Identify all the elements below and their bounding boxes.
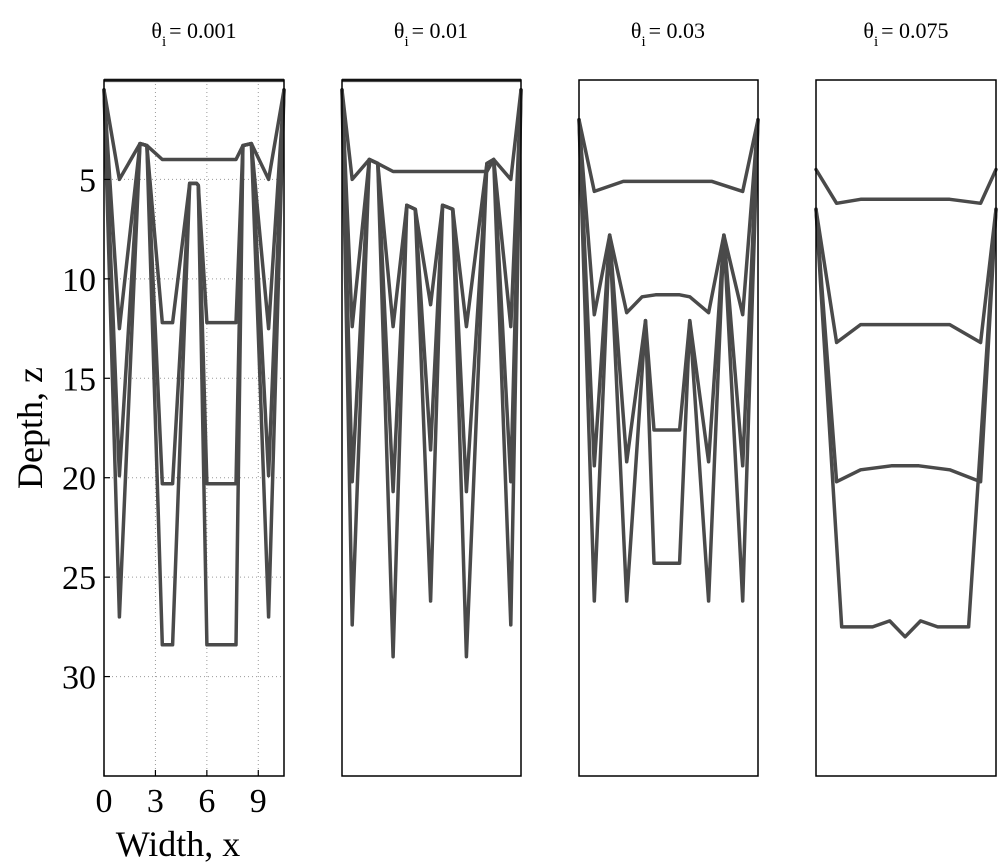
panel-4 (814, 79, 998, 777)
panel-3-title: θi= 0.03 (631, 18, 705, 50)
panel-1-title-value: = 0.001 (169, 18, 236, 43)
panel-3-title-subscript: i (641, 34, 645, 50)
panel-titles: θi= 0.001 θi= 0.01 θi= 0.03 θi= 0.075 (151, 18, 948, 50)
panel-1-y-tick-label-4: 20 (62, 461, 96, 498)
panel-1-x-tick-label-3: 6 (198, 783, 215, 820)
panel-1-x-tick-label-4: 9 (250, 783, 267, 820)
panel-1-y-tick-label-2: 10 (62, 262, 96, 299)
panel-1-x-tick-label-2: 3 (147, 783, 164, 820)
panel-4-contour-4 (814, 207, 998, 639)
panel-3-contour-1 (577, 118, 760, 194)
panel-4-frame (815, 79, 997, 777)
panel-4-contour-2 (814, 207, 998, 345)
panel-2-title-symbol: θ (394, 18, 405, 43)
panel-1-frame (103, 79, 285, 777)
panel-1-contour-4 (102, 88, 286, 647)
panel-1-title-symbol: θ (151, 18, 162, 43)
panel-2-contour-4 (340, 88, 523, 659)
panel-1-y-tick-label-3: 15 (62, 361, 96, 398)
panel-4-title-value: = 0.075 (881, 18, 948, 43)
panel-1-title: θi= 0.001 (151, 18, 236, 50)
panel-2 (340, 78, 523, 777)
panel-2-title-subscript: i (404, 34, 408, 50)
panel-3-frame (578, 79, 759, 777)
panel-1-title-subscript: i (162, 34, 166, 50)
panel-2-frame (341, 79, 522, 777)
panel-3-contour-4 (577, 118, 760, 603)
panel-4-title-subscript: i (874, 34, 878, 50)
panel-3-title-symbol: θ (631, 18, 642, 43)
y-axis-label: Depth, z (10, 367, 50, 489)
panel-1-y-tick-label-1: 5 (79, 162, 96, 199)
panel-4-title: θi= 0.075 (863, 18, 948, 50)
panel-3 (577, 79, 760, 777)
panel-2-title-value: = 0.01 (412, 18, 468, 43)
panel-1-x-tick-label-1: 0 (96, 783, 113, 820)
panel-4-contour-3 (814, 207, 998, 484)
panel-4-title-symbol: θ (863, 18, 874, 43)
panel-1-y-tick-label-5: 25 (62, 560, 96, 597)
panel-2-title: θi= 0.01 (394, 18, 468, 50)
panel-1-y-tick-label-6: 30 (62, 660, 96, 697)
panel-4-contour-1 (814, 167, 998, 206)
panel-3-title-value: = 0.03 (649, 18, 705, 43)
x-axis-label: Width, x (116, 824, 241, 864)
